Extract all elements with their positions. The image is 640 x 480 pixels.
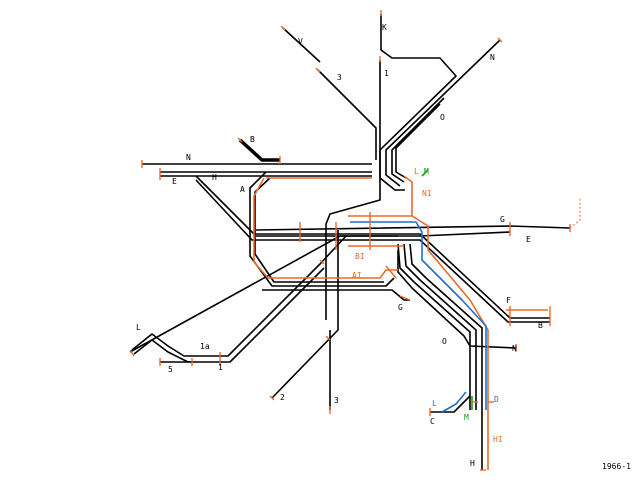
label-2: 2 — [280, 393, 285, 402]
labels: K V N 3 1 O B N E H A L M NI G E BI AI G… — [136, 23, 543, 468]
line-e-right — [256, 231, 511, 237]
label-3-bottom: 3 — [334, 396, 339, 405]
black-lines — [129, 14, 571, 470]
label-1-bottom: 1 — [218, 363, 223, 372]
line-l — [129, 235, 398, 353]
label-l-m-m: M — [424, 167, 429, 176]
bundle-se-3 — [409, 243, 483, 470]
label-c: C — [430, 417, 435, 426]
line-k — [379, 14, 457, 191]
line-v — [282, 27, 321, 63]
map-stamp: 1966-1 — [602, 462, 631, 471]
label-l-bottom: L — [432, 399, 437, 408]
label-n-top: N — [490, 53, 495, 62]
line-b-thick — [238, 138, 280, 162]
line-g-right — [255, 225, 571, 231]
label-1-top: 1 — [384, 69, 389, 78]
label-k: K — [382, 23, 387, 32]
bundle-se-4 — [397, 250, 517, 349]
label-l-m-l: L — [414, 167, 419, 176]
line-3-top — [317, 69, 377, 160]
label-a: A — [240, 185, 245, 194]
line-d-blue — [350, 221, 487, 410]
label-3-top: 3 — [337, 73, 342, 82]
label-bi: BI — [355, 252, 365, 261]
line-o-top-b — [395, 103, 441, 179]
label-b-right: B — [538, 321, 543, 330]
line-h — [195, 175, 550, 319]
bundle-se-1 — [397, 243, 471, 410]
label-ni: NI — [422, 189, 432, 198]
line-n-top — [385, 39, 501, 187]
label-o-top: O — [440, 113, 445, 122]
label-b-top: B — [250, 135, 255, 144]
line-bi — [348, 215, 489, 470]
line-1a — [131, 235, 347, 357]
orange-lines — [253, 175, 548, 470]
label-g-right: G — [500, 215, 505, 224]
label-f: F — [506, 296, 511, 305]
label-ai: AI — [352, 271, 362, 280]
label-n-left: N — [186, 153, 191, 162]
bundle-se-2 — [403, 243, 477, 410]
label-g-mid: G — [398, 303, 403, 312]
blue-lines — [350, 221, 487, 413]
label-m-bottom: M — [464, 413, 469, 422]
green-lines — [421, 169, 473, 410]
label-5: 5 — [168, 365, 173, 374]
line-h-b — [195, 179, 550, 323]
label-o-bottom: O — [442, 337, 447, 346]
line-1a-b — [133, 267, 325, 363]
line-c — [430, 395, 471, 413]
label-1a: 1a — [200, 342, 210, 351]
east-tail — [569, 198, 581, 229]
line-o-top — [391, 97, 445, 183]
label-hi: HI — [493, 435, 503, 444]
ring-orange — [253, 177, 398, 279]
line-m-top-green — [421, 169, 429, 177]
label-d: D — [494, 395, 499, 404]
line-2 — [271, 230, 339, 399]
line-1-top — [325, 60, 381, 320]
terminal-ticks — [129, 10, 571, 471]
label-h-left: H — [212, 173, 217, 182]
label-v: V — [298, 37, 303, 46]
label-n-bottom: N — [512, 344, 517, 353]
ring-black-3 — [262, 289, 410, 301]
label-h-bottom: H — [470, 459, 475, 468]
label-l-left: L — [136, 323, 141, 332]
label-e-right: E — [526, 235, 531, 244]
line-l-blue — [441, 391, 467, 413]
label-e-left: E — [172, 177, 177, 186]
line-ni — [403, 175, 413, 216]
